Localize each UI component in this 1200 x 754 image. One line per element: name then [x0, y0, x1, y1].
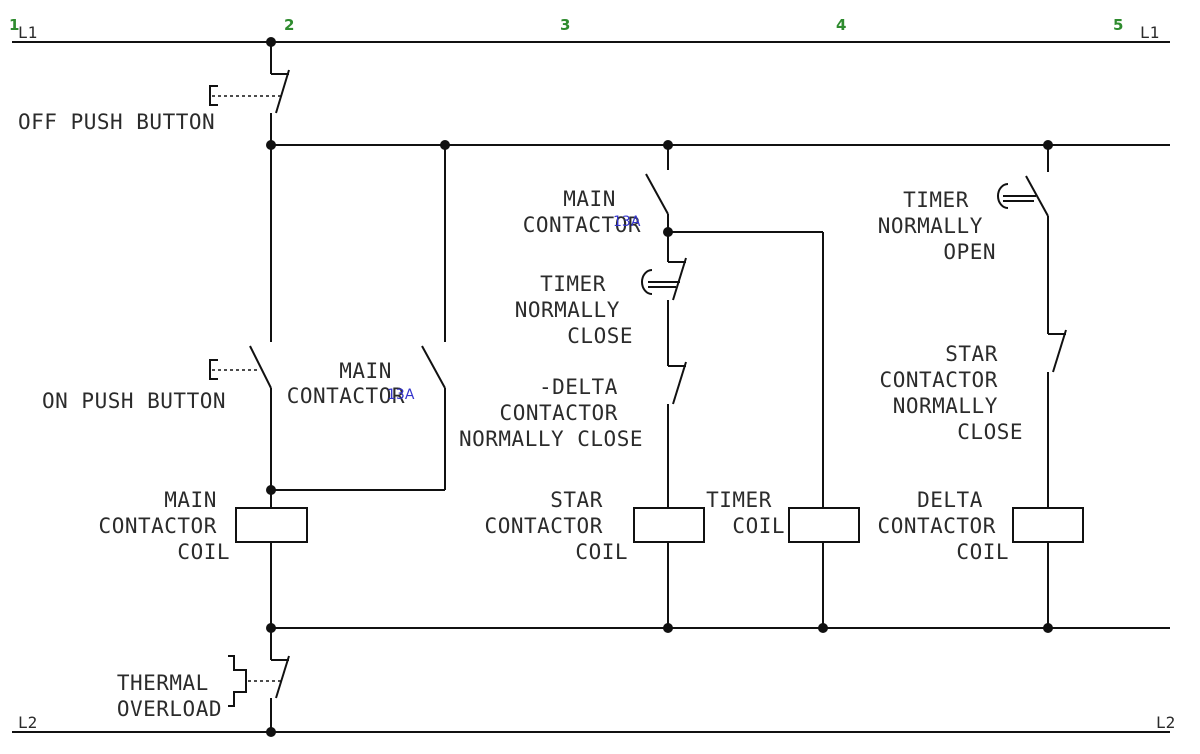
label-star-contactor-normally-close: STAR CONTACTOR NORMALLY CLOSE	[880, 342, 1023, 444]
contact-tag-hold: 13A	[387, 387, 415, 403]
star-contactor-coil-symbol	[633, 507, 705, 628]
timer-coil-branch	[668, 231, 860, 628]
delta-contactor-normally-close-contact	[667, 300, 687, 508]
star-contactor-normally-close-contact	[1047, 216, 1067, 508]
rail-label-top-right: L1	[1140, 23, 1159, 42]
label-main-contactor-coil: MAIN CONTACTOR COIL	[99, 488, 230, 564]
label-timer-normally-open: TIMER NORMALLY OPEN	[878, 188, 996, 264]
column-number-3: 3	[560, 16, 570, 34]
rail-label-bottom-left: L2	[18, 713, 37, 732]
rail-label-bottom-right: L2	[1156, 713, 1175, 732]
on-push-button-contact	[209, 145, 272, 490]
label-on-push-button: ON PUSH BUTTON	[42, 389, 226, 413]
label-main-contactor-col3: MAIN CONTACTOR	[523, 187, 641, 237]
off-push-button-contact	[209, 42, 290, 145]
thermal-overload-contact	[228, 628, 290, 732]
junction-nodes	[266, 37, 1053, 737]
main-contactor-coil-symbol	[235, 490, 308, 628]
label-thermal-overload: THERMAL OVERLOAD	[117, 671, 222, 721]
label-main-contactor-hold: MAIN CONTACTOR	[287, 359, 405, 408]
delta-contactor-coil-symbol	[1012, 507, 1084, 628]
timer-normally-close-contact	[641, 232, 687, 301]
column-number-5: 5	[1113, 16, 1123, 34]
label-delta-contactor-coil: DELTA CONTACTOR COIL	[878, 488, 1009, 564]
contact-tag-col3: 13A	[613, 214, 641, 230]
label-off-push-button: OFF PUSH BUTTON	[18, 110, 215, 134]
main-contactor-hold-contact	[271, 145, 446, 491]
label-timer-coil: TIMER COIL	[706, 488, 785, 538]
column-number-4: 4	[836, 16, 846, 34]
label-delta-contactor-normally-close: -DELTA CONTACTOR NORMALLY CLOSE	[459, 375, 643, 451]
label-timer-normally-close: TIMER NORMALLY CLOSE	[515, 272, 633, 348]
column-number-1: 1	[9, 16, 19, 34]
main-contactor-contact-col3	[645, 145, 669, 232]
column-number-2: 2	[284, 16, 294, 34]
label-star-contactor-coil: STAR CONTACTOR COIL	[485, 488, 628, 564]
rail-label-top-left: L1	[18, 23, 37, 42]
timer-normally-open-contact	[997, 145, 1049, 217]
